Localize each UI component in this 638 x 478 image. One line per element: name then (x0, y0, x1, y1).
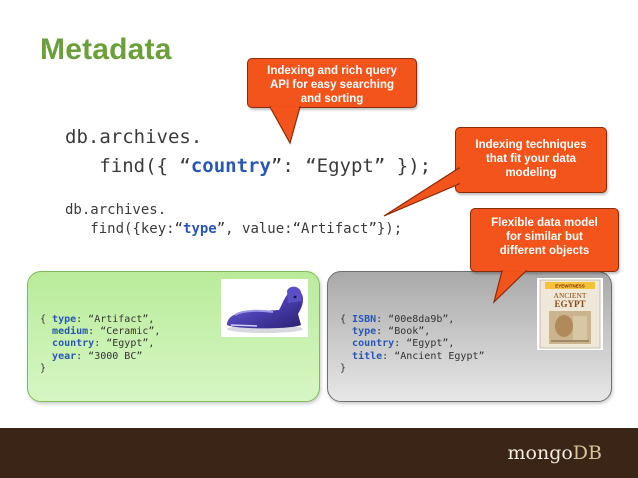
query-type-suffix: ”, value:“Artifact”}); (216, 221, 403, 237)
field-value: : “Ceramic”, (88, 326, 161, 338)
indent (340, 338, 352, 349)
brace-open: { (40, 314, 53, 325)
callout-line: modeling (505, 167, 557, 179)
field-key: year (52, 350, 77, 362)
field-value: : “Artifact”, (76, 314, 155, 325)
callout-indexing-techniques: Indexing techniques that fit your data m… (455, 127, 607, 193)
indent (40, 338, 52, 349)
field-value: : “Book”, (376, 326, 431, 338)
callout-line: Indexing and rich query (267, 65, 397, 77)
field-value: : “00e8da9b”, (376, 314, 455, 325)
indent (40, 351, 52, 362)
book-document: { ISBN: “00e8da9b”, type: “Book”, countr… (340, 314, 485, 375)
query-country-prefix: find({ “ (65, 155, 191, 177)
brace-open: { (340, 314, 353, 325)
book-cover-title-line1: ANCIENT (554, 291, 587, 300)
sphinx-illustration (227, 286, 303, 333)
book-cover-series-label: EYEWITNESS (555, 284, 585, 289)
query-type-key: type (183, 221, 217, 237)
callout-line: for similar but (506, 231, 583, 243)
callout-indexing-query: Indexing and rich query API for easy sea… (247, 58, 417, 108)
field-key: type (52, 314, 77, 325)
logo-part-mongo: mongo (507, 442, 573, 464)
field-value: : “Egypt”, (94, 338, 155, 350)
brace-close: } (340, 362, 347, 374)
field-key: medium (52, 326, 89, 338)
book-cover-illustration: EYEWITNESS ANCIENT EGYPT (539, 279, 601, 349)
callout-line: API for easy searching (270, 79, 394, 91)
callout-line: Indexing techniques (475, 139, 587, 151)
indent (40, 326, 52, 337)
book-cover-title-line2: EGYPT (554, 299, 585, 309)
ancient-egypt-book-cover: EYEWITNESS ANCIENT EGYPT (537, 278, 603, 350)
callout-line: different objects (499, 245, 590, 257)
field-key: type (352, 326, 377, 338)
field-value: : “Egypt”, (394, 338, 455, 350)
query-country-suffix: ”: “Egypt” }); (270, 155, 432, 177)
field-key: country (352, 338, 395, 350)
field-key: country (52, 338, 95, 350)
callout-line: Flexible data model (491, 217, 598, 229)
indent (340, 326, 352, 337)
query-type-line1: db.archives. (65, 202, 167, 218)
query-country-line1: db.archives. (65, 126, 203, 148)
sphinx-artifact-image (221, 279, 308, 337)
callout-flexible-model: Flexible data model for similar but diff… (470, 208, 619, 272)
callout-line: and sorting (300, 93, 364, 105)
query-country: db.archives. find({ “country”: “Egypt” }… (65, 123, 431, 181)
field-value: : “Ancient Egypt” (382, 350, 485, 362)
query-type: db.archives. find({key:“type”, value:“Ar… (65, 201, 402, 239)
artifact-document: { type: “Artifact”, medium: “Ceramic”, c… (40, 314, 160, 375)
indent (340, 351, 352, 362)
field-key: ISBN (352, 314, 377, 325)
slide-title: Metadata (40, 33, 172, 66)
callout-line: that fit your data (485, 153, 577, 165)
query-country-key: country (190, 155, 271, 177)
footer-bar: mongoDB (0, 428, 638, 478)
mongodb-logo: mongoDB (508, 442, 603, 464)
logo-part-db: DB (572, 442, 602, 464)
field-key: title (352, 350, 383, 362)
brace-close: } (40, 362, 47, 374)
query-type-prefix: find({key:“ (65, 221, 184, 237)
field-value: : “3000 BC” (76, 350, 143, 362)
